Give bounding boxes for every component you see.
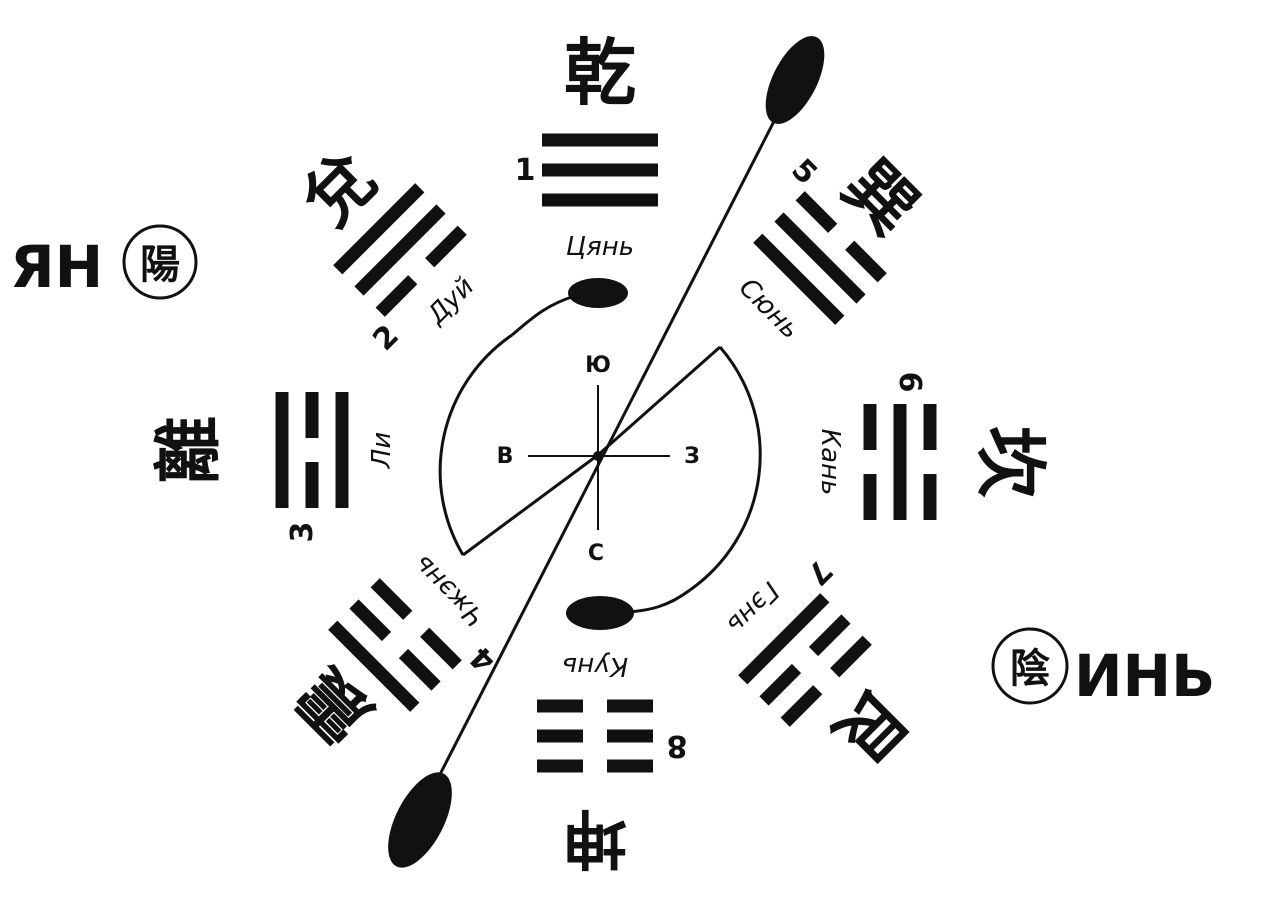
trigram-character: 巽 [828,146,933,251]
trigram-lines [542,134,658,207]
trigram-character: 乾 [564,30,636,115]
compass-north: С [588,541,604,566]
yin-line-segment [399,649,441,691]
trigram-character: 艮 [818,673,923,778]
trigram-kan: Кань 6 坎 [815,372,1053,520]
yang-line [542,194,658,207]
trigram-number: 3 [285,522,320,543]
trigram-label: Цянь [566,232,634,262]
yang-line [894,404,907,520]
yin-marker: 陰 ИНЬ [993,629,1215,710]
compass-center [593,451,603,461]
yin-line-segment [349,599,391,641]
trigram-number: 1 [515,153,536,188]
yin-line-segment [796,191,838,233]
trigram-kun: Кунь 8 坤 [537,651,687,875]
yin-line-segment [830,636,872,678]
staff-bottom-tuft [375,763,465,877]
trigram-xun: Сюнь 5 巽 [700,111,949,360]
yin-line-segment [607,700,653,713]
compass-south: Ю [585,353,611,378]
trigram-label: Гэнь [720,575,784,639]
trigram-label: Ли [367,432,397,469]
compass: Ю В З С [497,353,700,566]
lower-tail-blob [566,596,634,630]
yin-line-segment [376,275,418,317]
yin-line-segment [759,664,801,706]
yin-line-segment [607,760,653,773]
yin-line-segment [864,404,877,450]
yin-line-segment [306,462,319,508]
trigram-number: 6 [892,372,927,393]
yin-line-segment [537,730,583,743]
trigram-label: Чжэнь [408,549,491,632]
yang-line [276,392,289,508]
yang-marker: ЯН 陽 [10,226,196,301]
yin-line-segment [371,578,413,620]
yin-line-segment [924,404,937,450]
upper-tail-blob [568,278,628,308]
trigram-lines [537,700,653,773]
yin-line-segment [809,614,851,656]
trigram-number: 2 [366,318,406,358]
staff [375,27,836,877]
yin-line-segment [845,241,887,283]
yin-line-segment [924,474,937,520]
trigram-qian: Цянь 1 乾 [515,30,658,262]
trigram-label: Дуй [421,272,480,331]
trigram-character: 離 [149,416,229,484]
yin-line-segment [306,392,319,438]
trigram-character: 坎 [968,426,1053,498]
trigram-character: 坤 [563,800,627,875]
compass-west: З [684,444,700,469]
trigram-number: 7 [799,552,839,592]
right-arc [690,347,760,590]
trigram-gen: Гэнь 7 艮 [701,539,957,795]
staff-top-tuft [754,27,837,133]
yin-line-segment [537,700,583,713]
trigram-number: 5 [784,152,824,192]
compass-east: В [497,444,514,469]
yang-line [542,134,658,147]
yin-line-segment [781,685,823,727]
yang-line [336,392,349,508]
trigram-label: Кунь [562,651,628,681]
trigram-label: Кань [815,429,845,496]
yang-label: ЯН [10,233,103,301]
trigram-lines [864,404,937,520]
yin-line-segment [607,730,653,743]
trigram-dui: Дуй 2 兌 [253,121,502,370]
trigram-number: 4 [463,639,503,679]
yang-seal-character: 陽 [140,241,180,288]
trigram-number: 8 [667,728,688,763]
trigram-zhen: Чжэнь 4 震 [266,539,519,792]
trigram-lines [276,392,349,508]
right-arc-edge [598,347,720,455]
upper-tail-curve [512,296,575,335]
yin-line-segment [864,474,877,520]
trigram-li: Ли 3 離 [149,392,397,542]
yin-label: ИНЬ [1074,642,1215,710]
yang-line [542,164,658,177]
yin-line-segment [425,226,467,268]
yin-line-segment [420,628,462,670]
yin-seal-character: 陰 [1010,645,1050,692]
yin-line-segment [537,760,583,773]
